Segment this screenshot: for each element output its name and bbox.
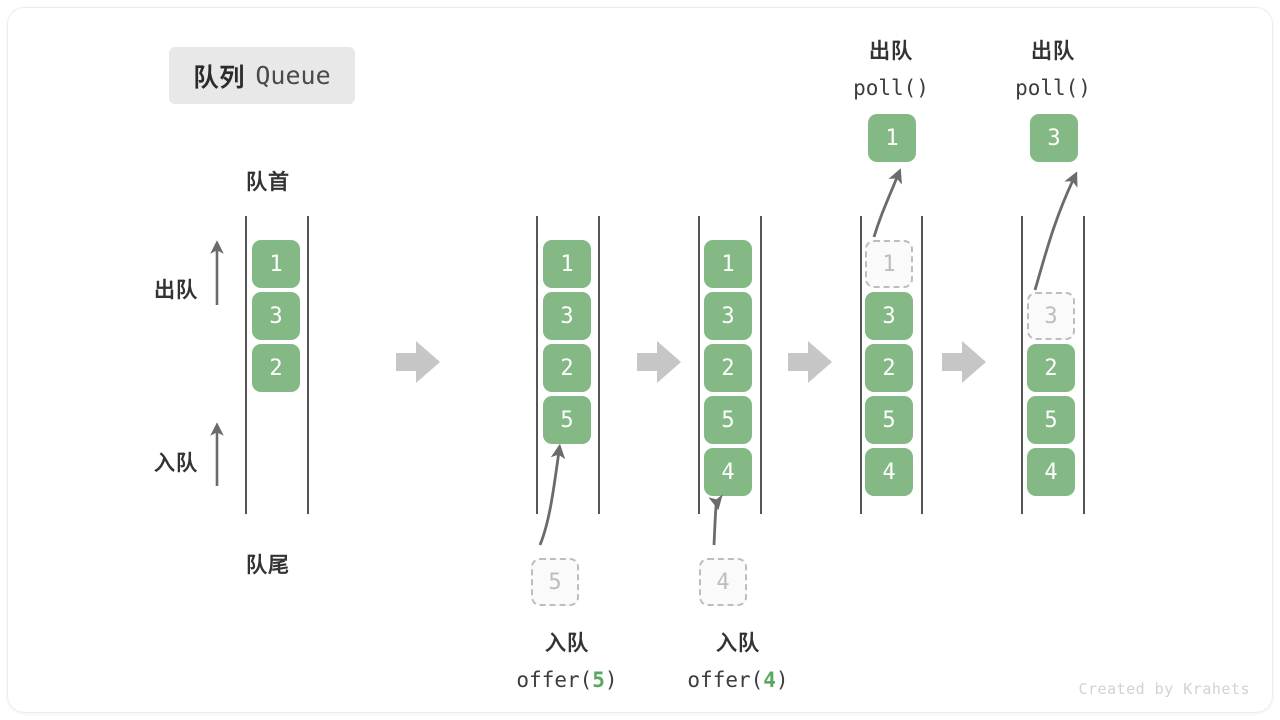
- queue-column-after-poll-3: 3 2 5 4: [1027, 292, 1075, 496]
- queue-cell: 5: [704, 396, 752, 444]
- caption-code: poll(): [853, 76, 929, 100]
- queue-cell: 3: [865, 292, 913, 340]
- queue-column-after-offer-4: 1 3 2 5 4: [704, 240, 752, 496]
- right-block-arrow-icon-1: [396, 341, 440, 383]
- queue-rail-right-1: [307, 216, 309, 514]
- caption-code-suffix: ): [775, 668, 789, 692]
- caption-code: poll(): [1015, 76, 1091, 100]
- popped-cell-1: 1: [868, 114, 916, 162]
- queue-cell: 2: [543, 344, 591, 392]
- caption-cn: 出队: [1031, 40, 1075, 63]
- caption-cn: 入队: [545, 632, 589, 655]
- curved-arrow-icon-poll-3: [1033, 171, 1078, 291]
- title-badge: 队列 Queue: [169, 47, 355, 104]
- caption-code: offer(4): [640, 662, 836, 698]
- caption-offer-5: 入队 offer(5): [469, 626, 665, 698]
- queue-cell-ghost: 3: [1027, 292, 1075, 340]
- queue-cell: 4: [1027, 448, 1075, 496]
- curved-arrow-icon-poll-1: [872, 168, 902, 238]
- queue-cell: 2: [865, 344, 913, 392]
- caption-cn: 出队: [869, 40, 913, 63]
- caption-code-suffix: ): [604, 668, 618, 692]
- caption-code: offer(5): [469, 662, 665, 698]
- title-cn: 队列: [193, 63, 246, 92]
- queue-cell-ghost: 1: [865, 240, 913, 288]
- queue-rail-left-2: [536, 216, 538, 514]
- queue-cell: 1: [252, 240, 300, 288]
- enqueue-direction-label: 入队: [154, 452, 198, 475]
- queue-column-after-offer-5: 1 3 2 5: [543, 240, 591, 444]
- queue-cell: 3: [543, 292, 591, 340]
- caption-code-prefix: offer(: [516, 668, 593, 692]
- curved-arrow-icon-offer-4: [708, 494, 723, 546]
- caption-code-arg: 4: [763, 668, 776, 692]
- queue-cell: 2: [252, 344, 300, 392]
- title-en: Queue: [255, 61, 331, 90]
- queue-rail-right-2: [598, 216, 600, 514]
- head-label: 队首: [246, 171, 290, 194]
- caption-poll-1: 出队 poll(): [796, 34, 986, 106]
- queue-cell: 3: [704, 292, 752, 340]
- queue-cell: 5: [1027, 396, 1075, 444]
- queue-rail-right-3: [760, 216, 762, 514]
- queue-cell: 2: [704, 344, 752, 392]
- curved-arrow-icon-offer-5: [538, 443, 566, 546]
- popped-cell-3: 3: [1030, 114, 1078, 162]
- caption-poll-3: 出队 poll(): [958, 34, 1148, 106]
- caption-code-prefix: offer(: [687, 668, 764, 692]
- queue-cell: 4: [704, 448, 752, 496]
- dequeue-direction-label: 出队: [154, 279, 198, 302]
- tail-label: 队尾: [246, 554, 290, 577]
- queue-column-initial: 1 3 2: [252, 240, 300, 392]
- queue-cell: 2: [1027, 344, 1075, 392]
- queue-cell: 5: [543, 396, 591, 444]
- queue-rail-right-5: [1083, 216, 1085, 514]
- queue-rail-left-4: [860, 216, 862, 514]
- queue-rail-right-4: [921, 216, 923, 514]
- queue-cell: 4: [865, 448, 913, 496]
- caption-code-arg: 5: [592, 668, 605, 692]
- diagram-canvas: 队列 Queue 队首 出队 入队 队尾 1 3 2 1 3 2 5 5 入队 …: [8, 8, 1272, 712]
- incoming-ghost-cell-4: 4: [699, 558, 747, 606]
- queue-cell: 3: [252, 292, 300, 340]
- queue-rail-left-1: [245, 216, 247, 514]
- queue-cell: 1: [543, 240, 591, 288]
- right-block-arrow-icon-4: [942, 341, 986, 383]
- queue-cell: 5: [865, 396, 913, 444]
- queue-rail-left-5: [1021, 216, 1023, 514]
- queue-cell: 1: [704, 240, 752, 288]
- caption-cn: 入队: [716, 632, 760, 655]
- right-block-arrow-icon-3: [788, 341, 832, 383]
- queue-rail-left-3: [698, 216, 700, 514]
- right-block-arrow-icon-2: [637, 341, 681, 383]
- credit-text: Created by Krahets: [1078, 680, 1250, 698]
- queue-column-after-poll-1: 1 3 2 5 4: [865, 240, 913, 496]
- caption-offer-4: 入队 offer(4): [640, 626, 836, 698]
- incoming-ghost-cell-5: 5: [531, 558, 579, 606]
